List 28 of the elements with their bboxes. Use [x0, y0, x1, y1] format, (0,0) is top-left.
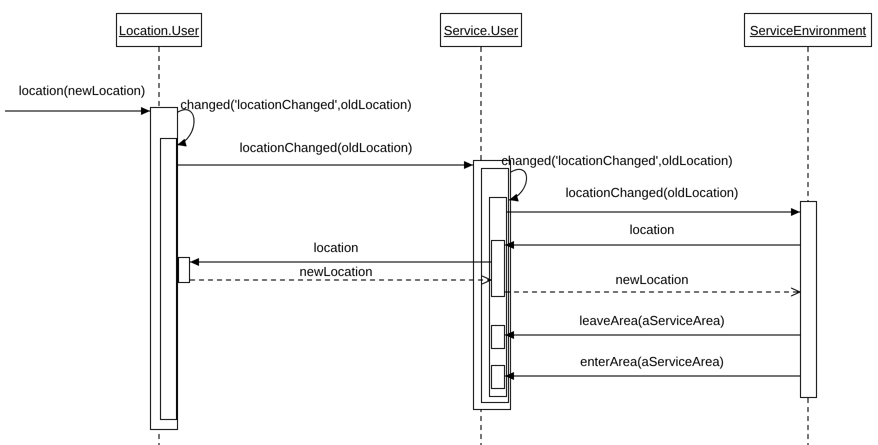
activation-bar [481, 168, 509, 403]
object-box: ServiceEnvironment [744, 13, 872, 47]
message-arrow [176, 109, 194, 146]
message-label: changed('locationChanged',oldLocation) [180, 97, 412, 112]
activation-bar [491, 365, 505, 389]
message-arrow [190, 258, 492, 266]
activation-bar [178, 257, 190, 283]
activation-bar [800, 201, 817, 398]
object-box: Service.User [440, 13, 522, 47]
message-label: newLocation [300, 264, 372, 279]
message-arrow [190, 276, 492, 284]
object-box: Location.User [116, 13, 202, 47]
message-label: newLocation [616, 272, 688, 287]
message-label: leaveArea(aServiceArea) [579, 313, 725, 328]
message-label: changed('locationChanged',oldLocation) [501, 153, 733, 168]
message-arrow [176, 161, 474, 169]
activation-bar [150, 107, 178, 430]
message-label: locationChanged(oldLocation) [240, 140, 412, 155]
message-label: location(newLocation) [18, 83, 146, 98]
message-label: location [314, 240, 358, 255]
message-label: locationChanged(oldLocation) [566, 185, 738, 200]
activation-bar [489, 197, 507, 397]
activation-bar [160, 138, 177, 420]
activation-bar [491, 240, 505, 297]
message-arrow [4, 107, 150, 115]
message-label: location [630, 222, 674, 237]
activation-bar [491, 325, 505, 349]
message-label: enterArea(aServiceArea) [580, 354, 724, 369]
